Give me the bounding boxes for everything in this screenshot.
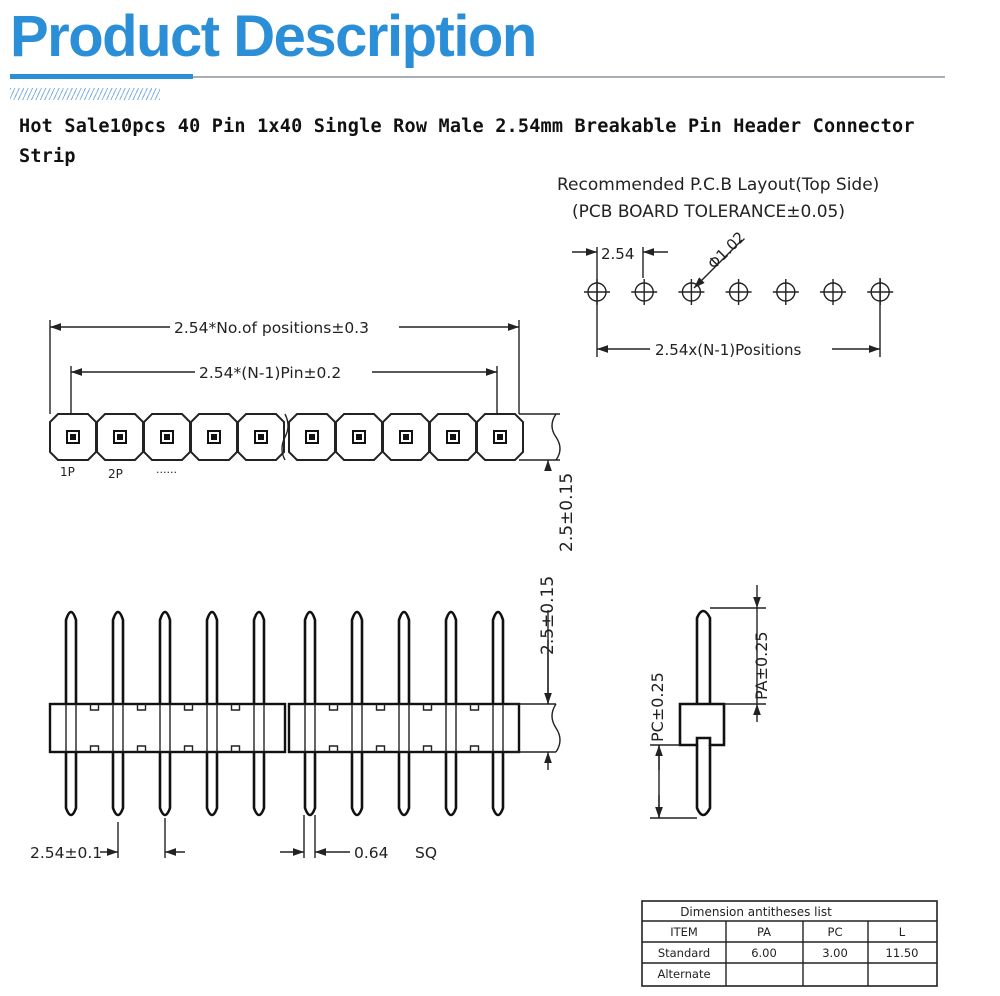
pcb-hole (820, 279, 846, 305)
product-description: Hot Sale10pcs 40 Pin 1x40 Single Row Mal… (19, 116, 915, 167)
front-pin (397, 610, 411, 817)
front-pin (444, 610, 458, 817)
top-pin-cell (476, 413, 524, 461)
top-pin-cell (190, 413, 238, 461)
title-underline-accent (10, 74, 193, 79)
pcb-hole-leader (693, 239, 743, 289)
pcb-layout-title: Recommended P.C.B Layout(Top Side) (557, 175, 879, 195)
front-pin-height-label: 2.5±0.15 (538, 576, 558, 655)
top-view: 2.54*No.of positions±0.3 2.54*(N-1)Pin±0… (49, 319, 577, 552)
top-pin-cell (143, 413, 191, 461)
top-pin-cell (237, 413, 285, 461)
page-title: Product Description (10, 4, 537, 69)
dim-table-header: L (899, 925, 906, 939)
side-pc-label: PC±0.25 (648, 672, 667, 742)
top-pin2-label: 2P (108, 467, 123, 481)
front-pitch-label: 2.54±0.1 (30, 844, 102, 862)
top-pin-cell (96, 413, 144, 461)
top-pin-cell (288, 413, 336, 461)
top-overall-label: 2.54*No.of positions±0.3 (174, 319, 369, 337)
top-pin-cell (335, 413, 383, 461)
pcb-hole (678, 279, 705, 305)
pcb-span-label: 2.54x(N-1)Positions (655, 341, 802, 359)
dim-table-header: PC (828, 925, 843, 939)
top-pin1-label: 1P (60, 465, 75, 479)
top-pinspan-label: 2.54*(N-1)Pin±0.2 (199, 364, 341, 382)
title-underline-rule (193, 76, 945, 78)
pcb-hole (867, 279, 894, 305)
top-housing (49, 413, 524, 461)
top-pin-cell (49, 413, 97, 461)
top-height-label: 2.5±0.15 (557, 473, 577, 552)
pcb-hole (725, 279, 752, 305)
dim-table-header: PA (757, 925, 771, 939)
pcb-pitch-label: 2.54 (601, 245, 634, 263)
front-pin (303, 610, 317, 817)
top-pin-cell (429, 413, 477, 461)
dim-table-cell: Standard (658, 946, 710, 960)
pcb-holes (584, 279, 894, 305)
pcb-hole (772, 279, 799, 305)
dim-table-cell: 6.00 (751, 946, 777, 960)
front-pinsize-label: 0.64 (354, 844, 389, 862)
dim-table-cell: Alternate (657, 967, 710, 981)
front-pin (158, 610, 172, 817)
top-housing-break (551, 413, 561, 461)
dim-table-header: ITEM (670, 925, 698, 939)
dim-table-cell: 11.50 (886, 946, 919, 960)
front-view: 2.5±0.15 2.54±0.1 0.64 SQ (30, 576, 561, 862)
dim-table-title: Dimension antitheses list (680, 905, 832, 919)
dim-table-border (641, 900, 938, 987)
front-pins (64, 610, 505, 817)
front-pin (252, 610, 266, 817)
front-housing (48, 702, 521, 754)
top-housing-gap (281, 413, 289, 461)
pcb-hole (631, 279, 658, 305)
front-pin (111, 610, 125, 817)
front-pinsize-suffix: SQ (415, 844, 437, 862)
side-view: PA±0.25 PC±0.25 (648, 585, 771, 819)
front-pin (64, 610, 78, 817)
side-housing (678, 702, 726, 747)
side-pin-bottom (695, 745, 712, 817)
top-pin-cell (382, 413, 430, 461)
front-pin (491, 610, 505, 817)
title-hatch-decoration (10, 88, 160, 100)
side-pa-label: PA±0.25 (752, 631, 771, 700)
top-ellipsis: ...... (156, 463, 177, 476)
front-pin (205, 610, 219, 817)
front-pin (350, 610, 364, 817)
pcb-hole (584, 279, 610, 305)
side-pin-top (695, 609, 712, 705)
dimension-table: Dimension antitheses list ITEM PA PC L Stand… (641, 900, 938, 987)
pcb-hole-diameter-label: Φ1.02 (704, 228, 749, 273)
front-housing-break (551, 703, 561, 753)
dim-table-cell: 3.00 (822, 946, 848, 960)
pcb-tolerance-note: (PCB BOARD TOLERANCE±0.05) (572, 202, 845, 222)
pcb-layout: Recommended P.C.B Layout(Top Side) (PCB … (557, 175, 894, 359)
